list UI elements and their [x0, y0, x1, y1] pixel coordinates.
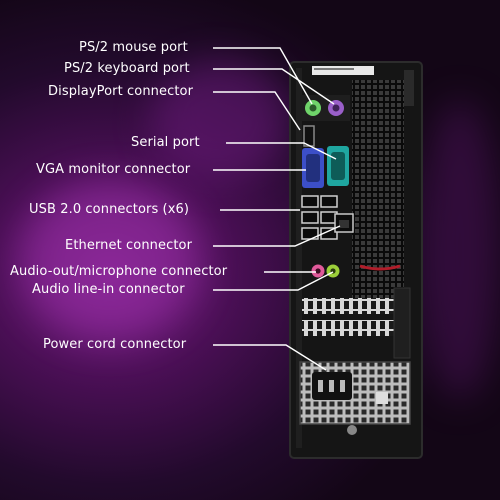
background-glow	[420, 100, 500, 400]
label-usb-connectors: USB 2.0 connectors (x6)	[29, 202, 190, 217]
expansion-slot	[302, 320, 398, 336]
leader-line	[226, 142, 337, 160]
label-audio-out-connector: Audio-out/microphone connector	[10, 264, 228, 279]
label-audio-line-in-connector: Audio line-in connector	[32, 282, 185, 297]
background-glow	[20, 180, 200, 340]
leader-line	[213, 271, 334, 291]
background-glow	[150, 60, 290, 180]
leader-line	[213, 91, 301, 131]
label-displayport-connector: DisplayPort connector	[48, 84, 194, 99]
leader-line	[213, 225, 341, 247]
chassis-label	[312, 66, 374, 75]
expansion-slot	[302, 298, 398, 314]
leader-line	[213, 47, 313, 105]
usb-port-stack	[301, 195, 338, 240]
label-serial-port: Serial port	[131, 135, 200, 150]
label-power-cord-connector: Power cord connector	[43, 337, 187, 352]
label-ps2-mouse-port: PS/2 mouse port	[79, 40, 188, 55]
leader-line	[213, 344, 327, 371]
label-ps2-keyboard-port: PS/2 keyboard port	[64, 61, 190, 76]
label-vga-connector: VGA monitor connector	[36, 162, 191, 177]
label-ethernet-connector: Ethernet connector	[65, 238, 193, 253]
leader-line	[213, 68, 335, 105]
leader-lines	[213, 47, 341, 371]
vent-grill	[352, 80, 404, 300]
